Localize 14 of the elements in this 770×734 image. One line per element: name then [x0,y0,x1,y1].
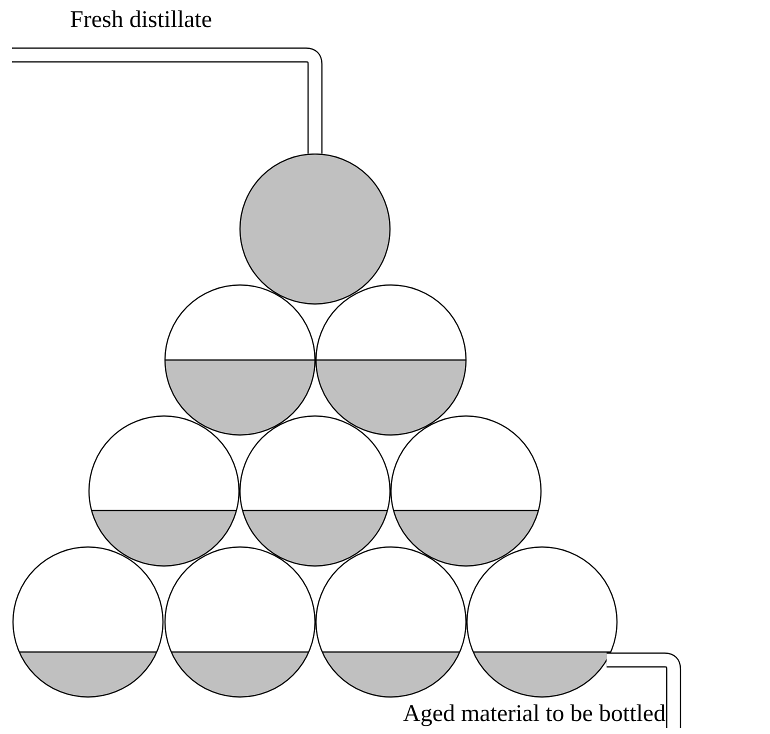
barrel [240,154,390,304]
barrel [316,547,466,697]
pipe-label: Aged material to be bottled [403,700,666,728]
barrel [13,547,163,697]
barrel [391,416,541,566]
pipe-label: Fresh distillate [70,6,212,34]
barrel [240,416,390,566]
barrel [316,285,466,435]
barrel [165,285,315,435]
pipe [606,652,682,728]
barrel [467,547,617,697]
pipe [12,48,322,154]
barrel [89,416,239,566]
barrel [165,547,315,697]
